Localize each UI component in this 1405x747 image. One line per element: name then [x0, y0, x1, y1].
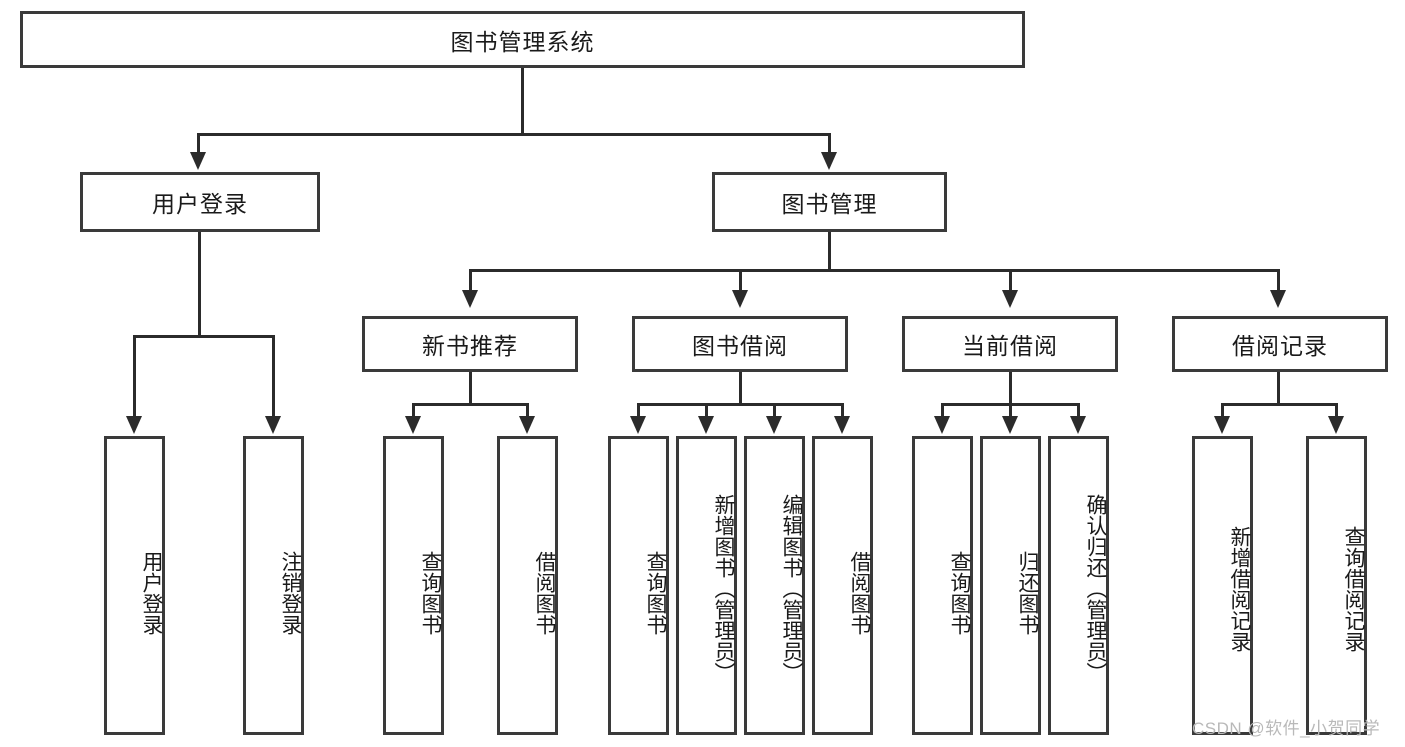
- arrow-user-login-to-leaf-2: [265, 416, 281, 434]
- connector-user-login-to-leaf-2: [272, 335, 275, 419]
- node-label: 新增借阅记录: [1228, 525, 1251, 652]
- connector-new-book-stem: [469, 372, 472, 406]
- watermark-credit: CSDN @软件_小贺同学: [1192, 719, 1381, 738]
- leaf-book-borrow-add-book-admin[interactable]: 新增图书（管理员）: [676, 436, 737, 735]
- connector-root-to-user-login: [197, 133, 200, 155]
- arrow-cb-to-leaf-2: [1002, 416, 1018, 434]
- leaf-borrow-record-query-record[interactable]: 查询借阅记录: [1306, 436, 1367, 735]
- node-label: 新增图书（管理员）: [712, 494, 735, 683]
- arrow-nb-to-leaf-2: [519, 416, 535, 434]
- connector-user-login-bar: [133, 335, 275, 338]
- node-label: 用户登录: [140, 550, 163, 635]
- connector-root-stem: [521, 68, 524, 135]
- leaf-borrow-record-add-record[interactable]: 新增借阅记录: [1192, 436, 1253, 735]
- node-book-management[interactable]: 图书管理: [712, 172, 947, 232]
- arrow-bb-to-leaf-4: [834, 416, 850, 434]
- connector-borrow-record-bar: [1221, 403, 1338, 406]
- leaf-new-book-query-book[interactable]: 查询图书: [383, 436, 444, 735]
- node-label: 查询借阅记录: [1342, 525, 1365, 652]
- arrow-bm-to-book-borrow: [732, 290, 748, 308]
- node-label: 借阅记录: [1232, 333, 1328, 359]
- node-label: 图书管理系统: [450, 28, 595, 55]
- connector-user-login-to-leaf-1: [133, 335, 136, 419]
- connector-bb-to-leaf-3: [773, 403, 776, 419]
- connector-root-to-book-management: [828, 133, 831, 155]
- leaf-book-borrow-edit-book-admin[interactable]: 编辑图书（管理员）: [744, 436, 805, 735]
- connector-root-bar: [197, 133, 831, 136]
- arrow-nb-to-leaf-1: [405, 416, 421, 434]
- arrow-bb-to-leaf-2: [698, 416, 714, 434]
- node-label: 新书推荐: [422, 333, 518, 359]
- connector-bm-to-new-book: [469, 269, 472, 293]
- leaf-book-borrow-borrow-book[interactable]: 借阅图书: [812, 436, 873, 735]
- node-root-book-management-system[interactable]: 图书管理系统: [20, 11, 1025, 68]
- node-label: 用户登录: [152, 191, 248, 217]
- node-new-book-recommend[interactable]: 新书推荐: [362, 316, 578, 372]
- connector-bm-to-borrow-record: [1277, 269, 1280, 293]
- node-label: 查询图书: [948, 550, 971, 635]
- connector-bm-to-current-borrow: [1009, 269, 1012, 293]
- connector-new-book-bar: [412, 403, 529, 406]
- arrow-cb-to-leaf-3: [1070, 416, 1086, 434]
- arrow-user-login-to-leaf-1: [126, 416, 142, 434]
- leaf-user-login-login[interactable]: 用户登录: [104, 436, 165, 735]
- node-label: 归还图书: [1016, 550, 1039, 635]
- leaf-current-borrow-confirm-return-admin[interactable]: 确认归还（管理员）: [1048, 436, 1109, 735]
- arrow-root-to-book-management: [821, 152, 837, 170]
- leaf-current-borrow-query-book[interactable]: 查询图书: [912, 436, 973, 735]
- arrow-bb-to-leaf-1: [630, 416, 646, 434]
- arrow-root-to-user-login: [190, 152, 206, 170]
- arrow-bm-to-current-borrow: [1002, 290, 1018, 308]
- connector-book-management-bar: [469, 269, 1280, 272]
- node-label: 图书管理: [781, 191, 878, 217]
- connector-bb-to-leaf-1: [637, 403, 640, 419]
- leaf-new-book-borrow-book[interactable]: 借阅图书: [497, 436, 558, 735]
- arrow-bm-to-new-book: [462, 290, 478, 308]
- node-label: 当前借阅: [962, 333, 1058, 359]
- connector-book-borrow-stem: [739, 372, 742, 406]
- node-label: 查询图书: [419, 550, 442, 635]
- node-label: 确认归还（管理员）: [1084, 494, 1107, 683]
- connector-cb-to-leaf-2: [1009, 403, 1012, 419]
- connector-borrow-record-stem: [1277, 372, 1280, 406]
- arrow-br-to-leaf-2: [1328, 416, 1344, 434]
- arrow-cb-to-leaf-1: [934, 416, 950, 434]
- connector-book-management-stem: [828, 232, 831, 272]
- connector-current-borrow-stem: [1009, 372, 1012, 406]
- connector-br-to-leaf-2: [1335, 403, 1338, 419]
- connector-bb-to-leaf-4: [841, 403, 844, 419]
- connector-cb-to-leaf-1: [941, 403, 944, 419]
- connector-nb-to-leaf-1: [412, 403, 415, 419]
- connector-bm-to-book-borrow: [739, 269, 742, 293]
- node-label: 借阅图书: [848, 550, 871, 635]
- leaf-current-borrow-return-book[interactable]: 归还图书: [980, 436, 1041, 735]
- node-current-borrow[interactable]: 当前借阅: [902, 316, 1118, 372]
- connector-br-to-leaf-1: [1221, 403, 1224, 419]
- connector-cb-to-leaf-3: [1077, 403, 1080, 419]
- node-label: 编辑图书（管理员）: [780, 494, 803, 683]
- leaf-book-borrow-query-book[interactable]: 查询图书: [608, 436, 669, 735]
- connector-nb-to-leaf-2: [526, 403, 529, 419]
- node-borrow-record[interactable]: 借阅记录: [1172, 316, 1388, 372]
- node-book-borrow[interactable]: 图书借阅: [632, 316, 848, 372]
- arrow-bm-to-borrow-record: [1270, 290, 1286, 308]
- node-label: 图书借阅: [692, 333, 788, 359]
- node-label: 注销登录: [279, 550, 302, 635]
- connector-user-login-stem: [198, 232, 201, 337]
- leaf-user-login-logout[interactable]: 注销登录: [243, 436, 304, 735]
- connector-book-borrow-bar: [637, 403, 844, 406]
- arrow-bb-to-leaf-3: [766, 416, 782, 434]
- node-label: 借阅图书: [533, 550, 556, 635]
- arrow-br-to-leaf-1: [1214, 416, 1230, 434]
- node-user-login[interactable]: 用户登录: [80, 172, 320, 232]
- node-label: 查询图书: [644, 550, 667, 635]
- connector-bb-to-leaf-2: [705, 403, 708, 419]
